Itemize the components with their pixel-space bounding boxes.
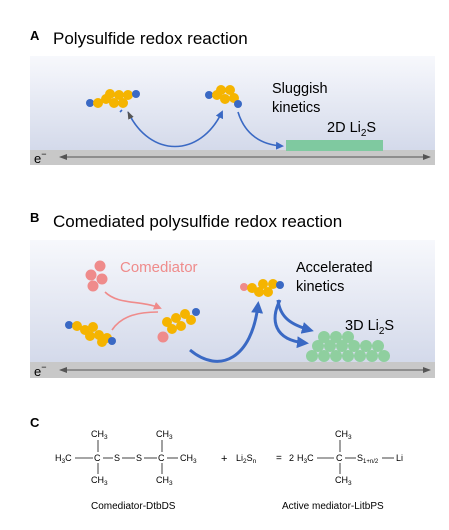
polysulfide-chain-b2	[240, 279, 284, 297]
quaternary-carbon-right: C	[158, 453, 165, 463]
panel-a-title: Polysulfide redox reaction	[53, 29, 248, 48]
sluggish-kinetics-line2: kinetics	[272, 100, 320, 116]
sulfur-chain: S1+n/2	[357, 453, 379, 465]
sulfur-1: S	[114, 453, 120, 463]
li2s-2d-film	[286, 140, 383, 151]
panel-b: B Comediated polysulfide redox reaction …	[30, 210, 435, 379]
ch3-top-right: CH3	[156, 429, 173, 441]
litbps-structure: 2 H3C CH3 C S1+n/2 Li CH3	[289, 429, 403, 487]
sulfur-2: S	[136, 453, 142, 463]
panel-c-letter: C	[30, 415, 40, 430]
li2s-3d-pile	[306, 331, 390, 362]
mediated-complex	[157, 308, 200, 343]
comediator-arrow	[104, 291, 162, 310]
ch3-top-product: CH3	[335, 429, 352, 441]
accelerated-kinetics-line2: kinetics	[296, 279, 344, 295]
electron-label-b: e−	[34, 362, 47, 379]
polysulfide-chain-a2	[205, 85, 242, 108]
panel-a-letter: A	[30, 28, 40, 43]
comediator-molecule	[85, 260, 108, 292]
ch3-right: CH3	[180, 453, 197, 465]
ch3-bottom-left: CH3	[91, 475, 108, 487]
electron-label-a: e−	[34, 149, 47, 166]
deposition-arrow-a	[237, 111, 284, 150]
lithium-end: Li	[396, 453, 403, 463]
coefficient: 2	[289, 453, 294, 463]
panel-c: C CH3 H3C C S S CH3 CH3 C CH3 CH3 + Li2S…	[30, 415, 403, 512]
li2s-2d-label: 2D Li2S	[327, 120, 376, 139]
ch3-top-left: CH3	[91, 429, 108, 441]
reversible-arrow-tail-a	[119, 109, 123, 113]
ch3-bottom-right: CH3	[156, 475, 173, 487]
reversible-redox-arrow-a	[127, 110, 224, 148]
polysulfide-merge-arrow	[111, 311, 159, 331]
polysulfide-chain-b1	[65, 321, 116, 347]
quaternary-carbon-product: C	[336, 453, 343, 463]
plus-sign: +	[221, 453, 227, 465]
comediator-label: Comediator	[120, 259, 198, 276]
equals-sign: =	[276, 453, 282, 464]
h3c-right: H3C	[297, 453, 314, 465]
h3c-left: H3C	[55, 453, 72, 465]
sluggish-kinetics-line1: Sluggish	[272, 81, 328, 97]
accelerated-redox-arrow	[189, 301, 264, 363]
caption-active-mediator: Active mediator-LitbPS	[282, 501, 384, 512]
accelerated-kinetics-line1: Accelerated	[296, 260, 373, 276]
li2s-3d-label: 3D Li2S	[345, 318, 394, 337]
panel-b-letter: B	[30, 210, 39, 225]
li2sn: Li2Sn	[236, 453, 257, 465]
polysulfide-chain-a1	[86, 89, 140, 108]
quaternary-carbon-left: C	[94, 453, 101, 463]
deposition-arrow-b2	[276, 299, 314, 334]
dtbds-structure: CH3 H3C C S S CH3 CH3 C CH3 CH3	[55, 429, 197, 487]
caption-comediator: Comediator-DtbDS	[91, 501, 176, 512]
ch3-bottom-product: CH3	[335, 475, 352, 487]
panel-a: A Polysulfide redox reaction e−	[30, 28, 435, 166]
panel-b-title: Comediated polysulfide redox reaction	[53, 212, 342, 231]
